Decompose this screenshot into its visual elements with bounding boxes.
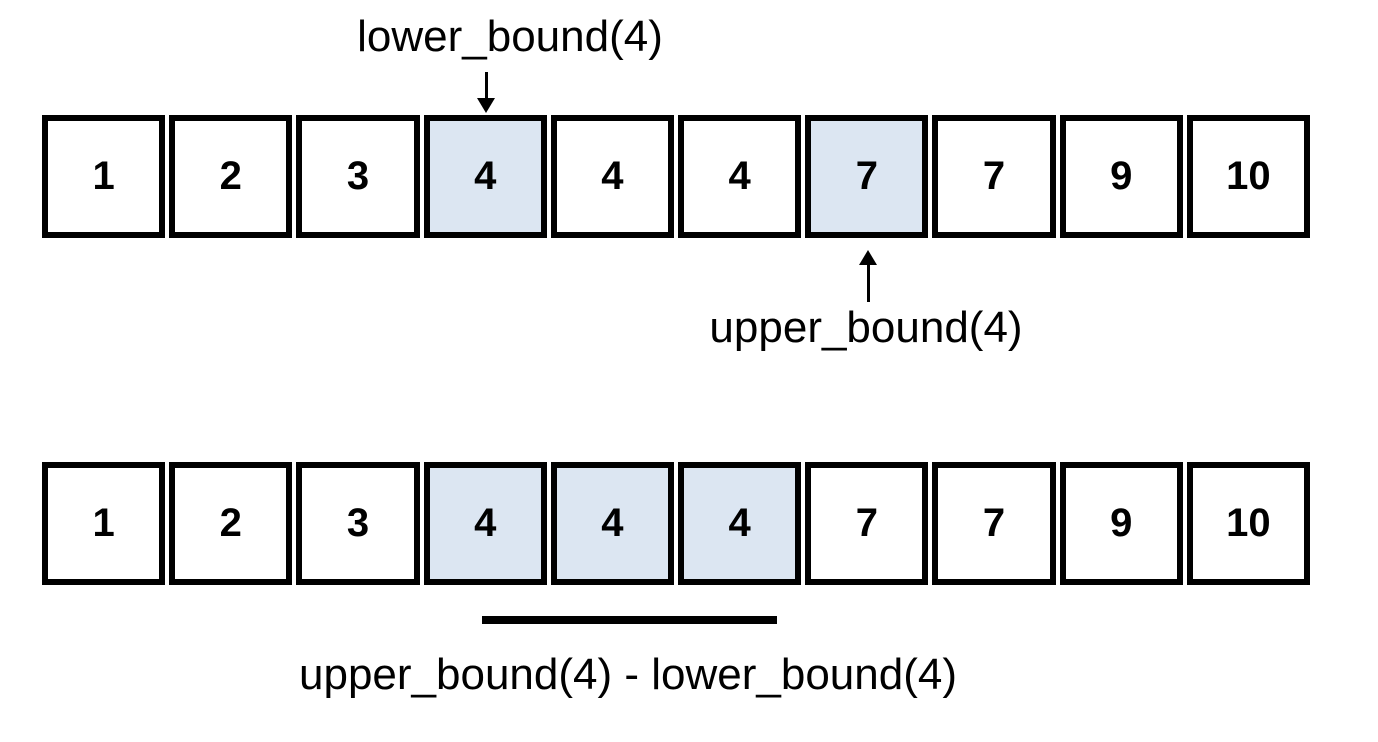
cell-value: 4	[728, 501, 751, 545]
cell-value: 2	[219, 154, 242, 198]
array-cell: 2	[169, 115, 293, 238]
cell-value: 7	[982, 501, 1006, 545]
array-cell: 7	[805, 462, 929, 585]
array-cell: 7	[932, 115, 1056, 238]
arrow-shaft	[484, 72, 488, 98]
cell-value: 7	[855, 154, 878, 198]
array-cell: 4	[550, 115, 675, 238]
array-cell: 1	[42, 462, 166, 585]
array-top: 1 2 3 4 4 4 7 7 9 10	[42, 115, 1311, 238]
array-bottom: 1 2 3 4 4 4 7 7 9 10	[42, 462, 1311, 585]
cell-value: 10	[1226, 154, 1271, 198]
array-cell: 3	[296, 115, 420, 238]
cell-value: 4	[601, 501, 624, 545]
cell-value: 4	[601, 154, 624, 198]
array-cell: 2	[169, 462, 293, 585]
cell-value: 3	[346, 501, 370, 545]
cell-value: 4	[474, 501, 497, 545]
upper-bound-label: upper_bound(4)	[709, 303, 1023, 352]
cell-value: 3	[346, 154, 370, 198]
cell-value: 1	[92, 501, 115, 545]
arrow-up-icon	[859, 250, 877, 302]
arrow-down-icon	[477, 72, 495, 113]
difference-label: upper_bound(4) - lower_bound(4)	[299, 650, 957, 699]
arrow-shaft	[866, 265, 870, 302]
lower-bound-label: lower_bound(4)	[357, 12, 663, 61]
array-cell: 1	[42, 115, 166, 238]
array-cell: 10	[1186, 115, 1311, 238]
array-cell: 9	[1059, 115, 1183, 238]
array-cell: 9	[1059, 462, 1183, 585]
cell-value: 2	[219, 501, 242, 545]
array-cell: 7	[932, 462, 1056, 585]
array-cell-highlighted: 4	[423, 462, 547, 585]
array-cell: 3	[296, 462, 420, 585]
array-cell-highlighted: 7	[805, 115, 929, 238]
cell-value: 7	[982, 154, 1006, 198]
array-cell-highlighted: 4	[423, 115, 547, 238]
array-cell: 4	[678, 115, 802, 238]
cell-value: 7	[855, 501, 878, 545]
range-underline	[482, 616, 777, 624]
array-cell: 10	[1186, 462, 1311, 585]
array-cell-highlighted: 4	[550, 462, 675, 585]
cell-value: 9	[1110, 501, 1133, 545]
cell-value: 10	[1226, 501, 1271, 545]
cell-value: 4	[728, 154, 751, 198]
cell-value: 1	[92, 154, 115, 198]
array-cell-highlighted: 4	[678, 462, 802, 585]
cell-value: 4	[474, 154, 497, 198]
cell-value: 9	[1110, 154, 1133, 198]
arrow-head	[477, 98, 495, 113]
arrow-head	[859, 250, 877, 265]
